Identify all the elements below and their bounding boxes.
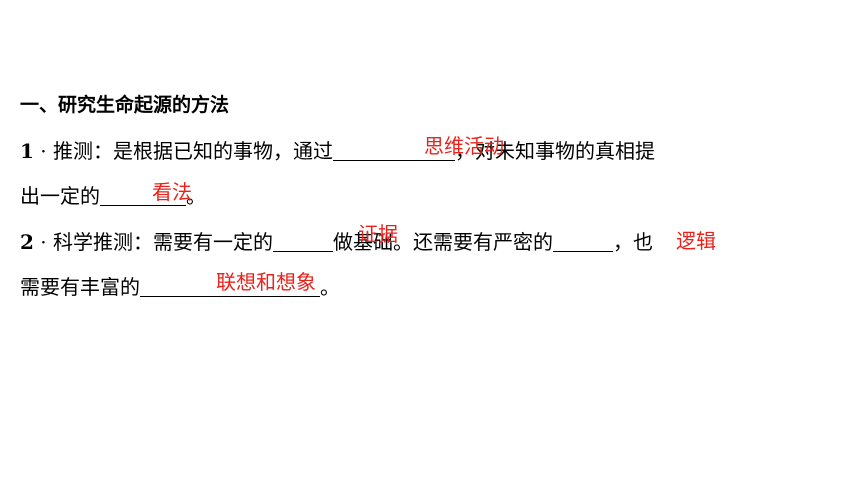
item-1-text-d: 。 [186,184,206,208]
item-1-text-c: 出一定的 [20,184,100,208]
item-2-answer-3: 联想和想象 [216,270,316,294]
item-2-line-2: 需要有丰富的 。 [20,274,340,300]
item-2-blank-3 [140,276,320,297]
item-2-text-c: ，也 [613,230,653,254]
item-1-answer-1: 思维活动 [424,134,504,158]
item-2-text-d: 需要有丰富的 [20,275,140,299]
item-2-answer-2: 逻辑 [676,229,716,253]
item-2-text-b: 做基础。还需要有严密的 [333,230,553,254]
section-title: 一、研究生命起源的方法 [20,94,230,116]
item-2-answer-1: 证据 [358,222,398,246]
item-2-number: 2 [20,230,34,254]
item-2-dot: · [40,230,47,254]
item-1-blank-2 [100,185,186,206]
item-2-line-1: 2 · 科学推测：需要有一定的 做基础。还需要有严密的 ，也 [20,229,653,255]
item-1-dot: · [40,139,47,163]
item-1-line-1: 1 · 推测：是根据已知的事物，通过 ，对未知事物的真相提 [20,138,655,164]
item-2-blank-1 [273,231,333,252]
item-1-answer-2: 看法 [152,180,192,204]
item-2-text-a: 科学推测：需要有一定的 [53,230,273,254]
item-1-line-2: 出一定的 。 [20,183,206,209]
item-1-number: 1 [20,139,34,163]
item-1-text-b: ，对未知事物的真相提 [455,139,655,163]
item-1-blank-1 [333,140,455,161]
item-1-text-a: 推测：是根据已知的事物，通过 [53,139,333,163]
item-2-text-e: 。 [320,275,340,299]
item-2-blank-2 [553,231,613,252]
